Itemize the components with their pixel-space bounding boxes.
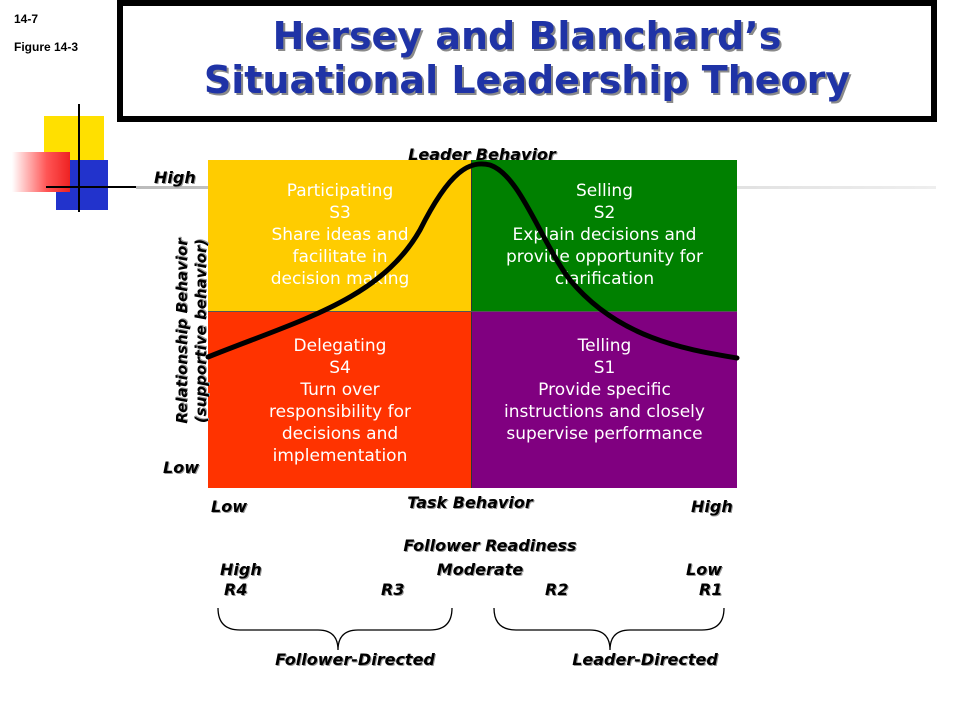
deco-red-square (12, 152, 70, 192)
quadrant-s3 (208, 160, 472, 312)
quadrant-s3-text: Participating S3 Share ideas and facilit… (208, 180, 472, 290)
page-title: Hersey and Blanchard’s Situational Leade… (117, 14, 937, 102)
figure-number: Figure 14-3 (14, 40, 79, 54)
relationship-behavior-label: Relationship Behavior (supportive behavi… (173, 221, 211, 441)
s4-name: Delegating (293, 336, 387, 356)
title-box (117, 0, 937, 122)
quadrant-s1 (472, 312, 737, 488)
s2-code: S2 (593, 203, 616, 223)
s4-desc-1: Turn over (300, 380, 380, 400)
leader-directed-brace (493, 607, 725, 651)
s2-desc-3: clarification (554, 269, 655, 289)
y-low-label: Low (163, 458, 199, 477)
y-label-line-2: (supportive behavior) (192, 238, 210, 424)
x-low-label: Low (211, 497, 247, 516)
deco-vertical-line (78, 104, 80, 212)
s1-desc-1: Provide specific (538, 380, 671, 400)
s3-desc-2: facilitate in (292, 247, 388, 267)
readiness-moderate-label: Moderate (436, 560, 524, 579)
title-line-1: Hersey and Blanchard’s (272, 14, 782, 58)
leadership-bell-curve (205, 161, 740, 361)
y-label-line-1: Relationship Behavior (173, 238, 191, 424)
s4-code: S4 (329, 358, 351, 378)
title-line-2: Situational Leadership Theory (203, 58, 851, 102)
s1-name: Telling (577, 336, 632, 356)
s2-desc-1: Explain decisions and (512, 225, 697, 245)
readiness-high-label: High (220, 560, 262, 579)
leader-behavior-label: Leader Behavior (408, 145, 556, 164)
readiness-r4-label: R4 (224, 580, 248, 599)
s4-desc-4: implementation (272, 446, 408, 466)
deco-horizontal-line (46, 186, 136, 188)
s4-desc-3: decisions and (281, 424, 399, 444)
s1-code: S1 (593, 358, 616, 378)
follower-directed-brace (217, 607, 453, 651)
y-high-label: High (154, 168, 196, 187)
leader-directed-label: Leader-Directed (572, 650, 718, 669)
readiness-r1-label: R1 (699, 580, 723, 599)
task-behavior-label: Task Behavior (407, 493, 533, 512)
s4-desc-2: responsibility for (269, 402, 411, 422)
slide-number: 14-7 (14, 12, 39, 26)
quadrant-s1-text: Telling S1 Provide specific instructions… (472, 335, 737, 445)
s3-desc-3: decision making (270, 269, 410, 289)
s1-desc-2: instructions and closely (504, 402, 705, 422)
s1-desc-3: supervise performance (506, 424, 703, 444)
x-high-label: High (691, 497, 733, 516)
readiness-r2-label: R2 (545, 580, 569, 599)
s2-name: Selling (576, 181, 633, 201)
follower-readiness-title: Follower Readiness (403, 536, 577, 555)
quadrant-divider-horizontal (208, 311, 737, 312)
readiness-r3-label: R3 (381, 580, 405, 599)
s3-name: Participating (286, 181, 394, 201)
quadrant-s4-text: Delegating S4 Turn over responsibility f… (208, 335, 472, 467)
quadrant-divider-vertical (471, 160, 472, 488)
s3-desc-1: Share ideas and (271, 225, 409, 245)
s3-code: S3 (329, 203, 351, 223)
follower-directed-label: Follower-Directed (275, 650, 435, 669)
readiness-low-label: Low (686, 560, 722, 579)
